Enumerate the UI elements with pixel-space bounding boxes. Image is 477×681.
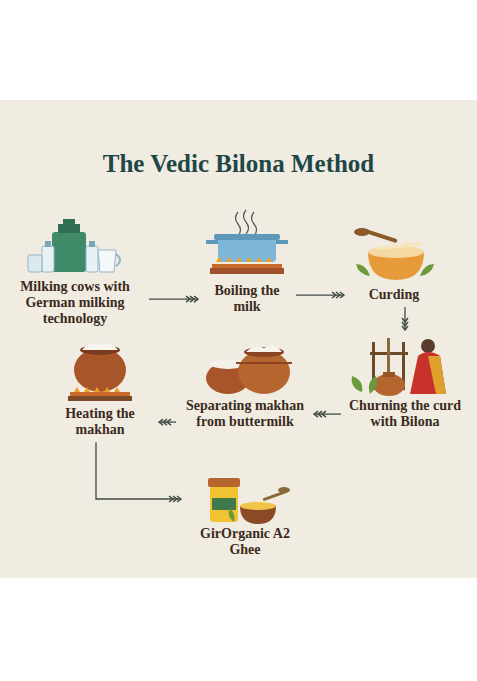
process-step: Boiling the milk (202, 205, 292, 315)
flow-arrow (96, 442, 181, 499)
process-step: Milking cows with German milking technol… (5, 225, 145, 327)
flow-arrow (296, 294, 344, 295)
ghee-jar-icon (208, 478, 290, 524)
flow-arrow (314, 413, 341, 414)
makhan-pots-icon (206, 346, 292, 394)
churning-bilona-icon (352, 338, 446, 396)
step-label: Boiling the milk (202, 283, 292, 315)
process-step: Churning the curd with Bilona (345, 334, 465, 430)
step-label: Curding (348, 287, 440, 303)
step-label: Milking cows with German milking technol… (5, 279, 145, 327)
flow-arrow (159, 421, 176, 422)
step-label: Separating makhan from buttermilk (180, 398, 310, 430)
boiling-pot-icon (206, 210, 288, 274)
process-step: Curding (348, 225, 440, 303)
step-label: Churning the curd with Bilona (345, 398, 465, 430)
flow-arrow (149, 298, 198, 299)
diagram-title: The Vedic Bilona Method (0, 150, 477, 178)
process-step: Separating makhan from buttermilk (180, 340, 310, 430)
step-label: Heating the makhan (45, 406, 155, 438)
process-step: Heating the makhan (45, 338, 155, 438)
flow-arrow (404, 307, 405, 330)
curd-bowl-icon (354, 228, 434, 280)
milk-cans-icon (28, 219, 120, 272)
heating-pot-icon (68, 343, 132, 401)
step-label: GirOrganic A2 Ghee (185, 526, 305, 558)
process-step: GirOrganic A2 Ghee (185, 472, 305, 558)
